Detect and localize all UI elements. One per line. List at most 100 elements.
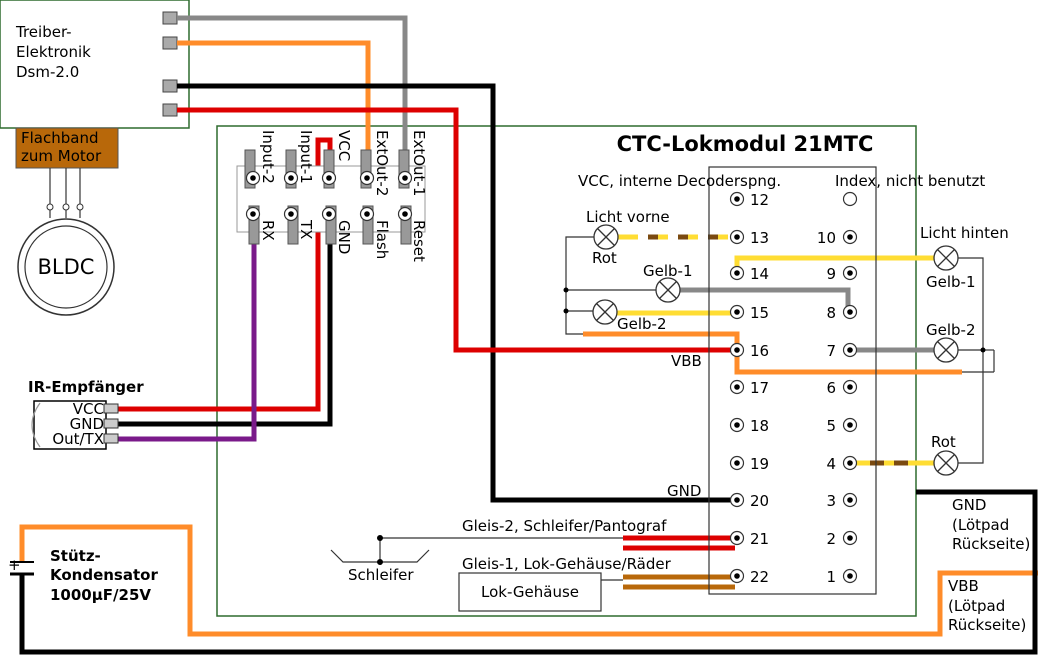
mtc-pin-label-19: 19: [750, 455, 769, 473]
mtc-connector: [708, 166, 877, 595]
mtc-pin-10: [842, 229, 858, 245]
mtc-pin-label-12: 12: [750, 191, 769, 209]
mtc-pin-18: [729, 417, 745, 433]
header-pin-bottom-3: [321, 206, 337, 222]
header-post-8: [325, 205, 337, 245]
header-post-9: [362, 205, 374, 245]
wire-lamp-common-right: [958, 257, 984, 464]
label-vbb-ext-sub2: Rückseite): [948, 616, 1026, 634]
wire-black-gnd: [177, 83, 737, 503]
mtc-pin-label-2: 2: [826, 530, 836, 548]
lamp-gelb2-right: [933, 337, 959, 363]
ribbon-line-2: zum Motor: [21, 147, 102, 165]
module-title: CTC-Lokmodul 21MTC: [617, 132, 874, 156]
mtc-pin-14: [729, 265, 745, 281]
header-post-4: [360, 149, 372, 189]
mtc-pin-label-15: 15: [750, 304, 769, 322]
header-post-7: [287, 205, 299, 245]
header-label-extout2: ExtOut-2: [373, 130, 391, 196]
ir-pin-vcc: VCC: [73, 400, 104, 418]
label-vbb-ext: VBB: [948, 577, 979, 595]
mtc-pin-label-5: 5: [826, 417, 836, 435]
lamp-gelb1-left: [655, 277, 681, 303]
header-pins: [245, 170, 413, 222]
wire-orange-extout2: [177, 40, 371, 178]
label-gnd-ext-sub2: Rückseite): [952, 535, 1030, 553]
mtc-pin-label-20: 20: [750, 492, 769, 510]
header-pin-bottom-2: [283, 206, 299, 222]
mtc-pin-label-18: 18: [750, 417, 769, 435]
header-label-reset: Reset: [410, 220, 428, 262]
capacitor-line-3: 1000µF/25V: [50, 586, 151, 604]
header-pin-bottom-1: [245, 206, 261, 222]
driver-line-1: Treiber-: [15, 23, 72, 41]
mtc-pin-label-9: 9: [826, 265, 836, 283]
mtc-pin-4: [842, 455, 858, 471]
mtc-pin-2: [842, 530, 858, 546]
mtc-pin-17: [729, 379, 745, 395]
header-pin-top-2: [283, 170, 299, 186]
driver-pad-1: [162, 11, 178, 25]
wire-gray-extout1: [177, 15, 408, 178]
label-vbb: VBB: [671, 352, 702, 370]
mtc-pin-9: [842, 265, 858, 281]
label-schleifer: Schleifer: [348, 566, 414, 584]
mtc-pin-label-13: 13: [750, 229, 769, 247]
header-label-vcc: VCC: [335, 130, 353, 161]
driver-line-3: Dsm-2.0: [16, 63, 79, 81]
mtc-pin-19: [729, 455, 745, 471]
capacitor-line-2: Kondensator: [50, 566, 158, 584]
label-gelb2-right: Gelb-2: [926, 321, 976, 339]
mtc-pin-label-4: 4: [826, 455, 836, 473]
mtc-pin-label-6: 6: [826, 379, 836, 397]
mtc-pin-label-16: 16: [750, 342, 769, 360]
mtc-pin-label-1: 1: [826, 568, 836, 586]
label-licht-vorne: Licht vorne: [586, 208, 670, 226]
header-label-extout1: ExtOut-1: [410, 130, 428, 196]
ribbon-cable: Flachband zum Motor: [15, 127, 119, 218]
junction-dot-2: [563, 308, 569, 314]
mtc-pin-6: [842, 379, 858, 395]
label-vbb-ext-sub1: (Lötpad: [948, 597, 1005, 615]
header-label-input1: Input-1: [297, 130, 315, 184]
connector-header-right: Index, nicht benutzt: [835, 172, 985, 190]
header-label-input2: Input-2: [259, 130, 277, 184]
label-gnd-ext: GND: [952, 496, 986, 514]
label-rot-left: Rot: [592, 249, 617, 267]
ir-title: IR-Empfänger: [28, 378, 144, 396]
header-label-gnd: GND: [335, 220, 353, 254]
ir-pin-out: Out/TX: [52, 430, 104, 448]
header-pin-top-3: [321, 170, 337, 186]
header-pin-bottom-4: [359, 206, 375, 222]
capacitor-plus: +: [8, 556, 21, 574]
label-gnd-ext-sub1: (Lötpad: [952, 516, 1009, 534]
mtc-pin-label-22: 22: [750, 568, 769, 586]
header-pin-bottom-5: [397, 206, 413, 222]
header-pin-top-4: [359, 170, 375, 186]
mtc-pin-13: [729, 229, 745, 245]
header-post-1: [244, 149, 256, 189]
wire-orange-capacitor: [19, 524, 1038, 637]
label-gnd: GND: [667, 482, 701, 500]
label-lok-gehaeuse: Lok-Gehäuse: [481, 583, 579, 601]
label-rot-right: Rot: [931, 433, 956, 451]
header-post-5: [398, 149, 410, 189]
label-licht-hinten: Licht hinten: [920, 224, 1009, 242]
mtc-pin-1: [842, 568, 858, 584]
mtc-pin-7: [842, 342, 858, 358]
motor-label: BLDC: [38, 255, 95, 279]
lamp-gelb2-left: [592, 299, 618, 325]
label-gelb1-right: Gelb-1: [926, 273, 976, 291]
header-post-6: [248, 205, 260, 245]
header-post-2: [285, 149, 297, 189]
junction-dot-3: [980, 347, 986, 353]
mtc-pin-3: [842, 492, 858, 508]
mtc-pin-21: [729, 530, 745, 546]
lamp-licht-hinten: [933, 245, 959, 271]
lamp-licht-vorne: [593, 224, 619, 250]
driver-line-2: Elektronik: [16, 43, 91, 61]
mtc-pin-label-21: 21: [750, 530, 769, 548]
mtc-pin-8: [842, 304, 858, 320]
junction-dot-1: [563, 287, 569, 293]
